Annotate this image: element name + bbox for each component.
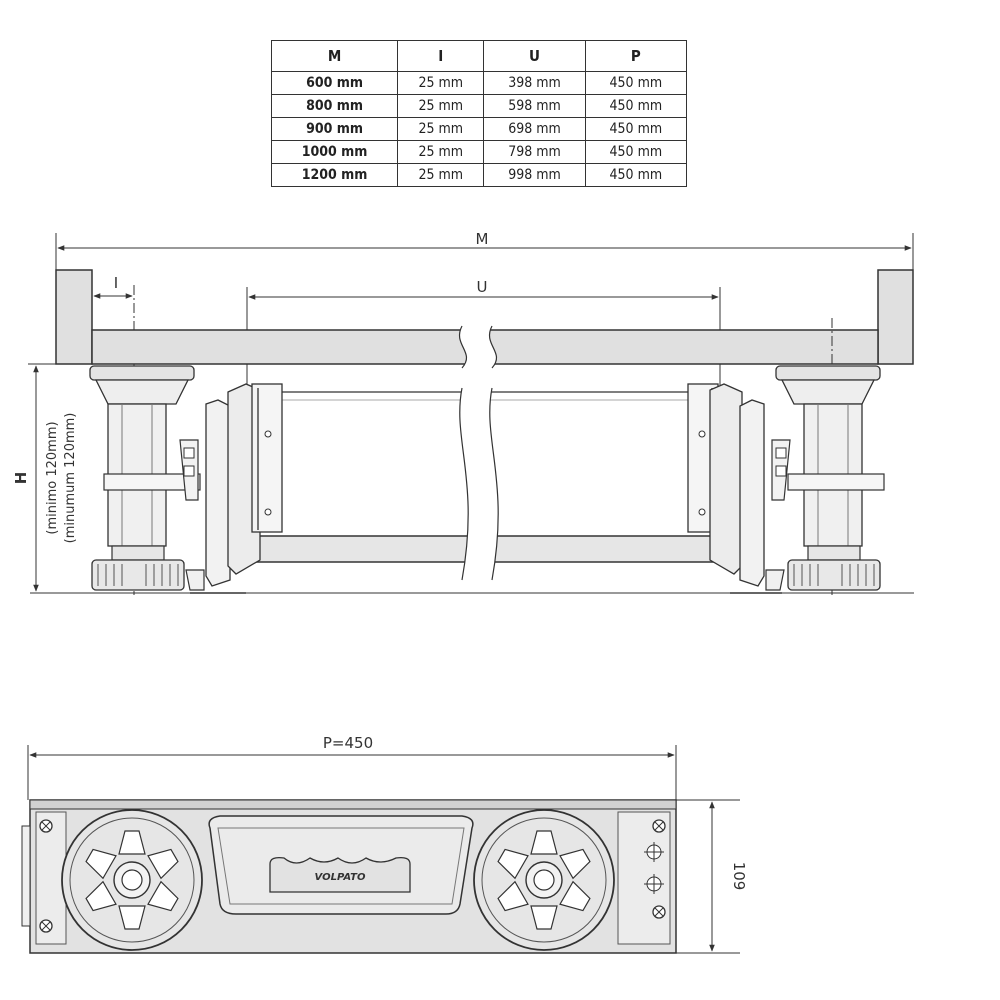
end-cap [21, 825, 31, 927]
label-h: H [12, 472, 30, 485]
label-height: 109 [730, 862, 748, 891]
table-header-row: M I U P [270, 40, 688, 72]
plinth-board [249, 387, 723, 581]
adjustment-hole-icon [644, 874, 664, 894]
note-minimum-en: (minumum 120mm) [63, 413, 78, 544]
label-m: M [476, 230, 489, 248]
dimension-table: M I U P 600 mm 25 mm 398 mm 450 mm 800 m… [270, 40, 688, 187]
screw-icon [652, 819, 666, 833]
dimension-h: H (minimo 120mm) (minumum 120mm) [12, 363, 92, 592]
brand-logo: VOLPATO [315, 872, 366, 883]
header-i: I [397, 40, 485, 72]
screw-icon [39, 819, 53, 833]
left-wheel [61, 809, 203, 951]
left-adjustable-leg [89, 365, 201, 591]
top-rail [29, 799, 677, 810]
cell-p: 450 mm [584, 163, 688, 187]
label-i: I [114, 274, 118, 292]
left-plinth-clip [179, 383, 283, 594]
dimension-109: 109 [676, 799, 748, 954]
front-view: M I U [12, 230, 914, 595]
right-plinth-clip [687, 383, 791, 594]
center-clip-plate: VOLPATO [208, 815, 474, 915]
cell-i: 25 mm [397, 71, 485, 95]
cell-m: 900 mm [270, 117, 399, 141]
side-view: P=450 109 [21, 734, 748, 954]
right-side-panel [877, 269, 914, 365]
cell-p: 450 mm [584, 117, 688, 141]
cell-u: 998 mm [483, 163, 586, 187]
note-minimum-it: (minimo 120mm) [45, 421, 60, 534]
cell-p: 450 mm [584, 94, 688, 118]
table-row: 900 mm 25 mm 698 mm 450 mm [270, 117, 688, 141]
cabinet-bottom-panel [91, 325, 879, 369]
cell-m: 1000 mm [270, 140, 399, 164]
dimension-m: M [55, 230, 914, 270]
table-row: 1200 mm 25 mm 998 mm 450 mm [270, 163, 688, 187]
screw-icon [652, 905, 666, 919]
screw-icon [39, 919, 53, 933]
table-row: 1000 mm 25 mm 798 mm 450 mm [270, 140, 688, 164]
adjustment-hole-icon [644, 842, 664, 862]
cell-i: 25 mm [397, 140, 485, 164]
cell-m: 1200 mm [270, 163, 399, 187]
label-u: U [477, 278, 488, 296]
cell-u: 598 mm [483, 94, 586, 118]
right-adjustable-leg [775, 365, 885, 591]
cell-u: 398 mm [483, 71, 586, 95]
cell-u: 698 mm [483, 117, 586, 141]
right-wheel [473, 809, 615, 951]
label-p: P=450 [323, 734, 373, 752]
left-side-panel [55, 269, 93, 365]
cell-m: 600 mm [270, 71, 399, 95]
cell-u: 798 mm [483, 140, 586, 164]
dimension-p: P=450 [27, 734, 677, 800]
header-m: M [270, 40, 399, 72]
